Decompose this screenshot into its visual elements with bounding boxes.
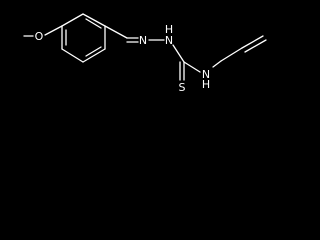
bond-ring-5	[61, 48, 84, 63]
amine-nitrogen-label: N	[202, 68, 210, 81]
bond-oxygen-ring	[44, 25, 63, 36]
bond-ch2-ch	[220, 47, 243, 62]
bond-ring-2	[82, 13, 106, 27]
imine-nitrogen-label: N	[139, 34, 147, 47]
bond-ch-ch2-double-a	[241, 35, 264, 49]
hydrazone-hydrogen-label: H	[165, 23, 173, 36]
bond-thiocarbon-amine	[183, 61, 201, 73]
bond-ring-double-1	[85, 18, 102, 29]
oxygen-label: O	[35, 30, 44, 43]
bond-ring-imine-carbon	[104, 25, 128, 39]
bond-ring-4	[82, 48, 106, 63]
chemical-structure-diagram: O N N H N H S	[23, 13, 267, 94]
bond-ch-ch2-double-b	[244, 39, 267, 53]
sulfur-label: S	[179, 81, 186, 94]
hydrazone-nitrogen-label: N	[165, 34, 173, 47]
amine-hydrogen-label: H	[202, 78, 210, 91]
bond-amine-ch2	[212, 60, 222, 68]
bond-ring-1	[61, 13, 84, 27]
bond-nitrogen-thiocarbon	[172, 44, 185, 63]
bond-ring-double-2	[85, 46, 102, 57]
